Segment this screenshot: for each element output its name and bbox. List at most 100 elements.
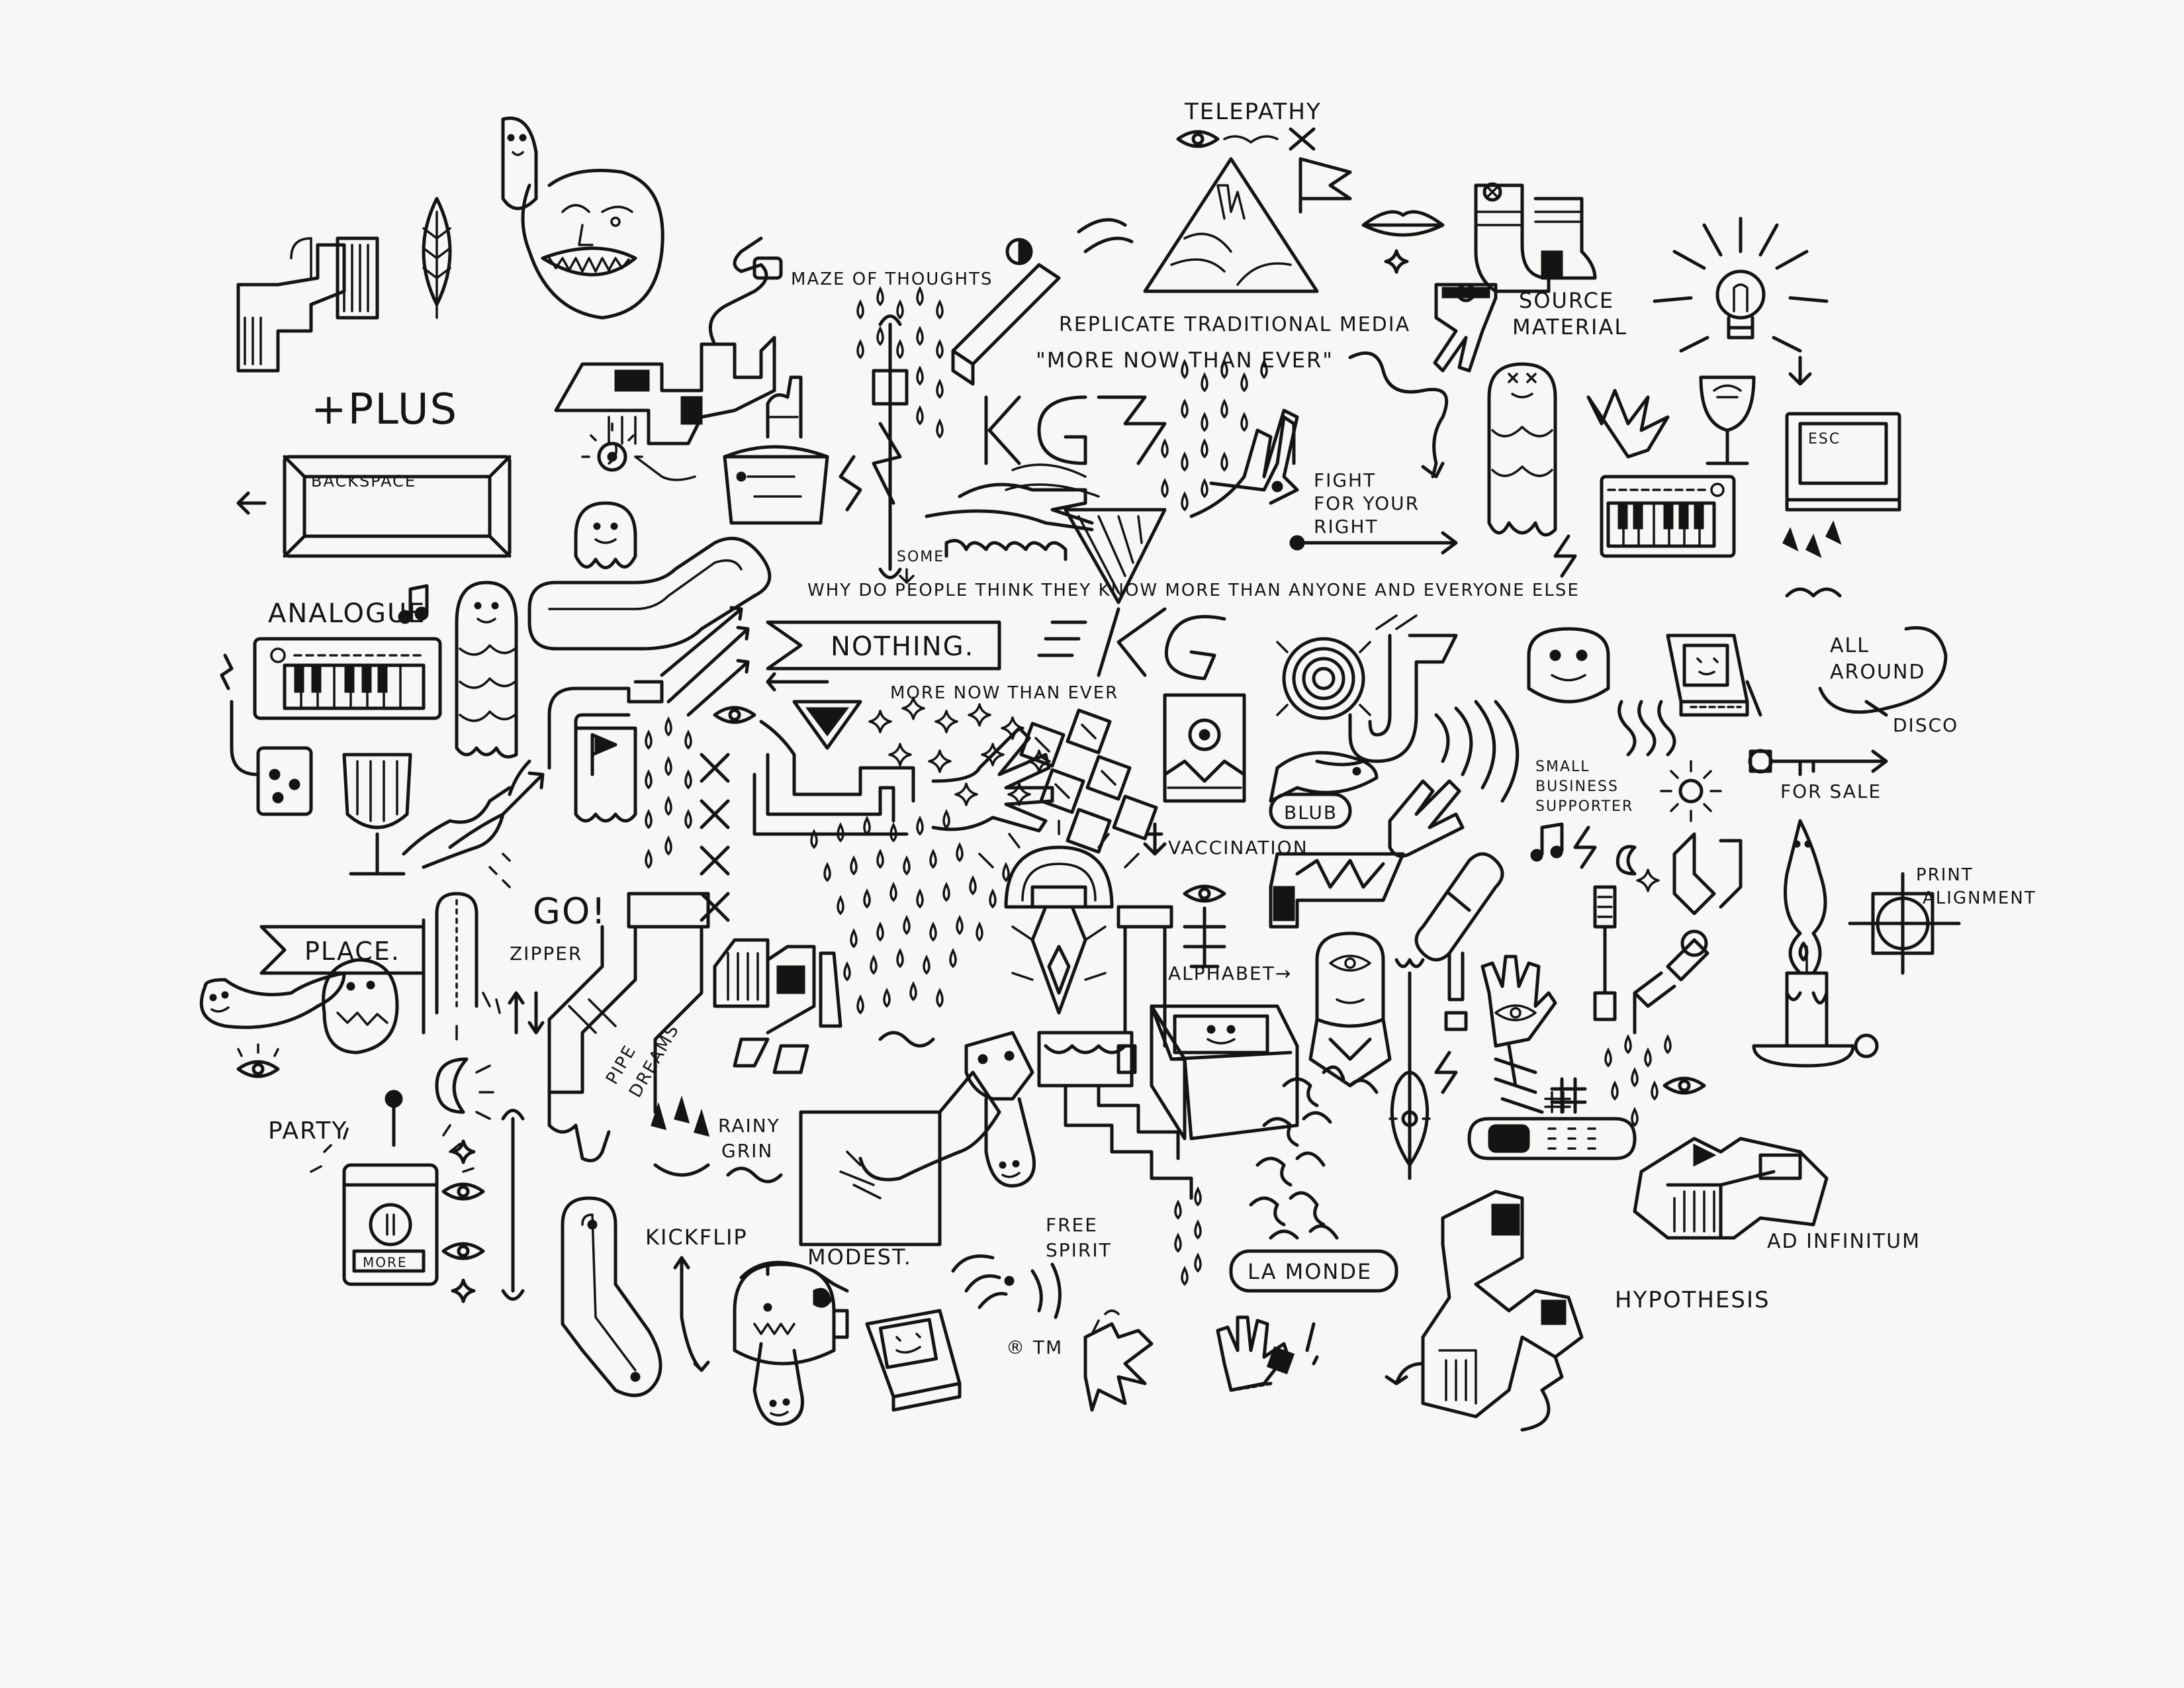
melting-candle xyxy=(1752,819,1879,1068)
alien-stick-figure xyxy=(1183,886,1226,968)
dots-and-arrows-left xyxy=(482,853,545,1035)
hand-with-bracelet-lower xyxy=(1216,1315,1319,1392)
print-label: PRINT xyxy=(1916,865,1974,885)
esc-label: ESC xyxy=(1808,431,1841,447)
moon-and-stars xyxy=(435,1025,525,1301)
alignment-label: ALIGNMENT xyxy=(1923,888,2036,908)
spiral-record xyxy=(1276,637,1371,720)
some-label: SOME xyxy=(897,549,944,565)
fish-blub: BLUB xyxy=(1269,751,1379,829)
tiles-pattern xyxy=(1019,708,1158,854)
rainy-grin-drops: RAINY GRIN xyxy=(651,1095,783,1184)
drip-ghost-right xyxy=(1487,362,1557,537)
match-arrow xyxy=(1289,531,1458,555)
sun-eye-small xyxy=(581,422,643,472)
ad-infinitum-label: AD INFINITUM xyxy=(1767,1230,1921,1253)
bald-head-figure xyxy=(1308,931,1392,1088)
bandage-strip xyxy=(1467,1117,1637,1160)
party-label: PARTY xyxy=(268,1117,347,1145)
key-arrow-for-sale: FOR SALE xyxy=(1748,749,1888,802)
lightning-bolts-center xyxy=(839,422,902,512)
spirit-label: SPIRIT xyxy=(1046,1239,1112,1261)
all-around-loop: ALL AROUND DISCO xyxy=(1818,626,1957,736)
pipe-left-center xyxy=(547,680,664,770)
party-can: MORE xyxy=(310,1090,475,1286)
backspace-key: BACKSPACE xyxy=(236,455,512,558)
zipper-pipe: ZIPPER xyxy=(435,892,581,1015)
alphabet-label: ALPHABET→ xyxy=(1168,962,1292,984)
exclamation-and-bolts xyxy=(1434,951,1468,1094)
wine-glass-eye xyxy=(1699,375,1756,465)
drops-column-left xyxy=(645,718,692,868)
why-do-people-label: WHY DO PEOPLE THINK THEY KNOW MORE THAN … xyxy=(807,581,1580,600)
torn-paper-shape xyxy=(1083,1309,1154,1412)
drops-fan-center xyxy=(810,810,1010,1014)
drops-lower-center xyxy=(1174,1188,1202,1286)
maze-of-thoughts-label: MAZE OF THOUGHTS xyxy=(791,269,993,289)
sparkle-icon xyxy=(1386,251,1407,272)
hands-reaching xyxy=(925,483,1094,532)
esc-monitor: ESC xyxy=(1785,355,1901,512)
bucket-with-hand xyxy=(723,375,829,525)
la-monde-label-box: LA MONDE xyxy=(1229,1249,1398,1293)
rtm-label: ® TM xyxy=(1006,1336,1063,1358)
capsule-pill xyxy=(1414,852,1504,962)
maze-shapes-right xyxy=(1672,832,1743,915)
smiley-box xyxy=(1150,1004,1299,1141)
eye-and-v-symbol xyxy=(715,700,862,750)
x-marks-column xyxy=(700,753,730,922)
screaming-face-with-ghost xyxy=(501,117,664,320)
analogue-synth: ANALOGUE xyxy=(220,584,442,816)
falling-drops-right xyxy=(1782,520,1842,598)
maze-blocks-center xyxy=(554,336,776,481)
goblet-icon xyxy=(342,753,412,876)
fight-label: FIGHT xyxy=(1314,469,1376,491)
kg-scribble-top xyxy=(984,395,1167,498)
grin-label: GRIN xyxy=(721,1140,773,1162)
more-label: MORE xyxy=(363,1254,408,1270)
telepathy-label: TELEPATHY xyxy=(1184,99,1322,125)
go-label: GO! xyxy=(533,890,607,932)
computer-monitor-right xyxy=(1666,633,1762,717)
flag-poster xyxy=(1163,693,1246,803)
nothing-label: NOTHING. xyxy=(831,632,974,662)
wavy-arrows-left xyxy=(402,759,545,869)
more-now-label: MORE NOW THAN EVER xyxy=(890,683,1118,703)
wrench-tools xyxy=(1593,885,1709,1035)
socks-icon xyxy=(1474,182,1597,293)
hand-with-watch xyxy=(1433,283,1498,373)
blocks-center-lower xyxy=(713,938,842,1074)
material-label: MATERIAL xyxy=(1512,314,1627,340)
wave-small-center xyxy=(878,1031,935,1048)
all-around-label-2: AROUND xyxy=(1830,661,1925,684)
small-label: SMALL xyxy=(1535,759,1590,775)
for-your-label: FOR YOUR xyxy=(1314,492,1420,514)
source-label: SOURCE xyxy=(1519,288,1614,313)
replicate-label: REPLICATE TRADITIONAL MEDIA xyxy=(1059,313,1410,336)
lightbulb-icon xyxy=(1653,216,1829,353)
flag-ghost xyxy=(574,726,637,823)
analogue-label: ANALOGUE xyxy=(268,598,426,629)
eye-icon-right xyxy=(1664,1078,1704,1093)
ad-infinitum-blocks: AD INFINITUM xyxy=(1633,1137,1921,1253)
more-now-quote-label: "MORE NOW THAN EVER" xyxy=(1036,348,1334,373)
hypothesis-maze-blocks: HYPOTHESIS xyxy=(1385,1190,1770,1432)
face-tongue-free-spirit: FREE SPIRIT xyxy=(964,1031,1112,1261)
la-monde-label: LA MONDE xyxy=(1248,1259,1372,1284)
hypothesis-label: HYPOTHESIS xyxy=(1615,1287,1770,1313)
diamond-lantern-figure xyxy=(978,820,1140,1015)
hand-and-glyph-doodle xyxy=(236,236,379,373)
free-label: FREE xyxy=(1046,1214,1098,1236)
pennant-flag xyxy=(1298,157,1352,214)
drops-right-lower xyxy=(1604,1035,1672,1127)
plus-label: +PLUS xyxy=(311,385,458,434)
ghost-small xyxy=(574,501,637,569)
print-alignment-crosshair xyxy=(1848,872,1961,975)
ribbon-squiggle xyxy=(1348,351,1449,479)
supporter-label: SUPPORTER xyxy=(1535,798,1633,815)
hand-large-center xyxy=(931,726,1054,833)
pipe-with-faucet xyxy=(1348,614,1458,763)
smiling-worm-and-monster xyxy=(199,958,399,1055)
nothing-banner: NOTHING. xyxy=(766,620,1001,671)
